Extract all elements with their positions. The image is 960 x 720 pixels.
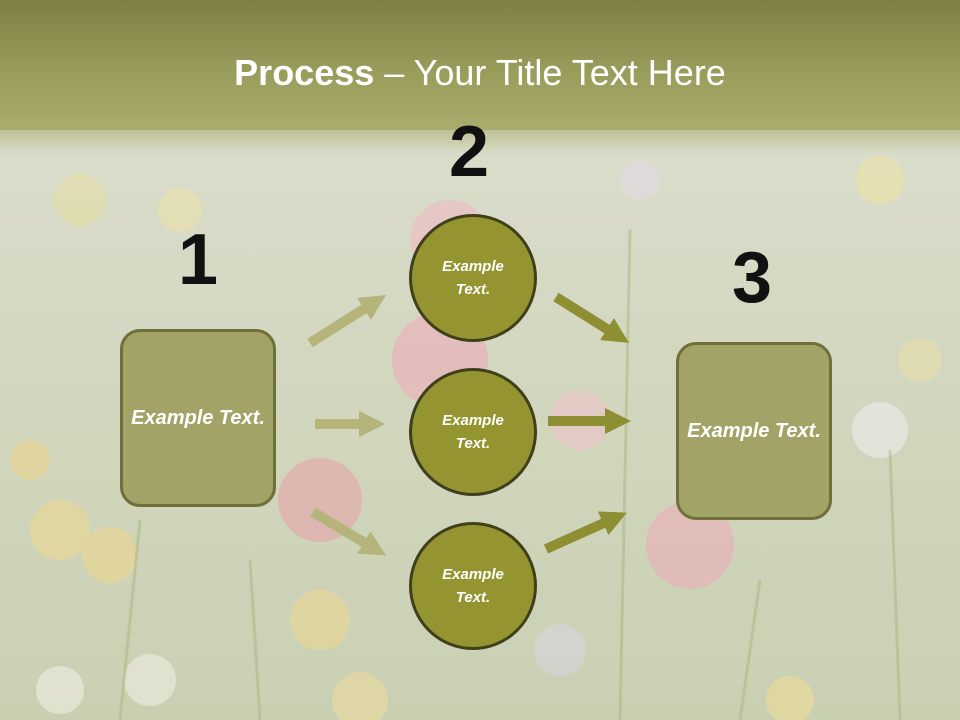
title-bold: Process — [234, 52, 375, 93]
step-3-text: Example Text. — [687, 419, 821, 442]
step-number-2: 2 — [449, 112, 490, 192]
arrow-1-to-top — [307, 295, 386, 348]
step-number-1: 1 — [178, 220, 219, 300]
step-3-box: Example Text. — [676, 342, 832, 520]
arrow-1-to-bottom — [310, 507, 387, 556]
arrow-top-to-3 — [553, 292, 630, 343]
step-2-text-middle: Example Text. — [442, 411, 504, 452]
slide-title: Process – Your Title Text Here — [0, 52, 960, 94]
step-2-text-top: Example Text. — [442, 257, 504, 298]
title-band — [0, 0, 960, 130]
step-number-3: 3 — [732, 238, 773, 318]
step-2-circle-bottom: Example Text. — [409, 522, 537, 650]
step-2-circle-middle: Example Text. — [409, 368, 537, 496]
step-2-circle-top: Example Text. — [409, 214, 537, 342]
step-1-box: Example Text. — [120, 329, 276, 507]
arrow-bottom-to-3 — [543, 511, 627, 554]
title-rest: – Your Title Text Here — [374, 52, 726, 93]
step-1-text: Example Text. — [131, 406, 265, 429]
title-band-fade — [0, 115, 960, 155]
step-2-text-bottom: Example Text. — [442, 565, 504, 606]
